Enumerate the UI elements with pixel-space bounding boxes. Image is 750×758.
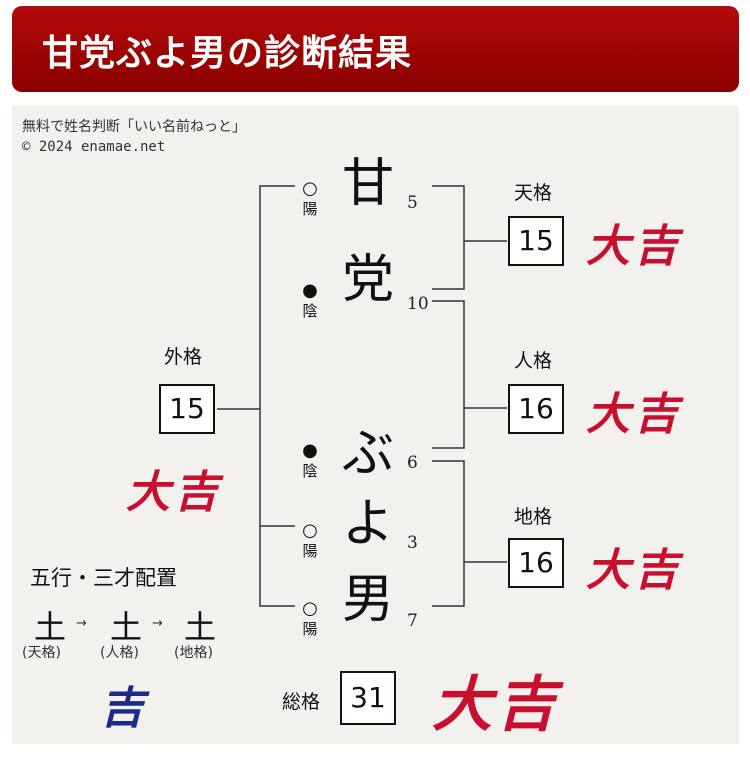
gogyo-element-ten: 土 (34, 608, 67, 646)
stroke-count-2: 10 (407, 294, 429, 314)
stroke-count-4: 3 (407, 533, 418, 553)
gogyo-label-ten: (天格) (22, 645, 61, 661)
name-char-4: よ (342, 494, 395, 554)
gogyo-label-jin: (人格) (100, 645, 139, 661)
chikaku-fortune: 大吉 (586, 545, 682, 596)
gogyo-result: 吉 (100, 683, 144, 734)
gogyo-element-chi: 土 (184, 608, 217, 646)
chikaku-label: 地格 (514, 506, 553, 528)
yinyang-label-3: 陰 (302, 462, 318, 480)
credit-copyright: © 2024 enamae.net (22, 139, 166, 155)
yinyang-label-1: 陽 (302, 200, 318, 218)
stroke-count-3: 6 (407, 453, 418, 473)
chikaku-value: 16 (508, 538, 564, 588)
jinkaku-label: 人格 (514, 350, 553, 372)
gaikaku-fortune: 大吉 (126, 467, 222, 518)
tenkaku-value: 15 (508, 216, 564, 266)
yinyang-mark-4: ○ (302, 520, 318, 541)
yinyang-label-2: 陰 (302, 302, 318, 320)
gogyo-arrow-2: → (152, 616, 163, 631)
soukaku-label: 総格 (282, 691, 321, 713)
tenkaku-label: 天格 (514, 182, 553, 204)
name-char-2: 党 (342, 250, 395, 310)
jinkaku-value: 16 (508, 384, 564, 434)
yinyang-label-5: 陽 (302, 620, 318, 638)
gaikaku-label: 外格 (164, 346, 203, 368)
yinyang-label-4: 陽 (302, 542, 318, 560)
yinyang-mark-3: ● (302, 440, 318, 461)
tenkaku-fortune: 大吉 (586, 221, 682, 272)
soukaku-value: 31 (340, 671, 396, 725)
yinyang-mark-1: ○ (302, 178, 318, 199)
name-char-5: 男 (342, 570, 395, 630)
gogyo-element-jin: 土 (110, 608, 143, 646)
name-char-1: 甘 (342, 154, 395, 214)
name-char-3: ぶ (342, 424, 395, 484)
gogyo-heading: 五行・三才配置 (30, 566, 177, 590)
yinyang-mark-2: ● (302, 280, 318, 301)
bracket-lines (217, 185, 507, 607)
yinyang-mark-5: ○ (302, 598, 318, 619)
credit-site: 無料で姓名判断「いい名前ねっと」 (22, 119, 246, 135)
soukaku-fortune: 大吉 (432, 670, 560, 740)
gaikaku-value: 15 (159, 384, 215, 434)
diagnosis-panel: 無料で姓名判断「いい名前ねっと」 © 2024 enamae.net 甘 党 ぶ… (12, 106, 739, 744)
gogyo-label-chi: (地格) (174, 645, 213, 661)
gogyo-arrow-1: → (76, 616, 87, 631)
page-title: 甘党ぶよ男の診断結果 (42, 33, 413, 74)
stroke-count-1: 5 (407, 193, 418, 213)
result-header: 甘党ぶよ男の診断結果 (12, 6, 739, 92)
jinkaku-fortune: 大吉 (586, 389, 682, 440)
stroke-count-5: 7 (407, 611, 418, 631)
